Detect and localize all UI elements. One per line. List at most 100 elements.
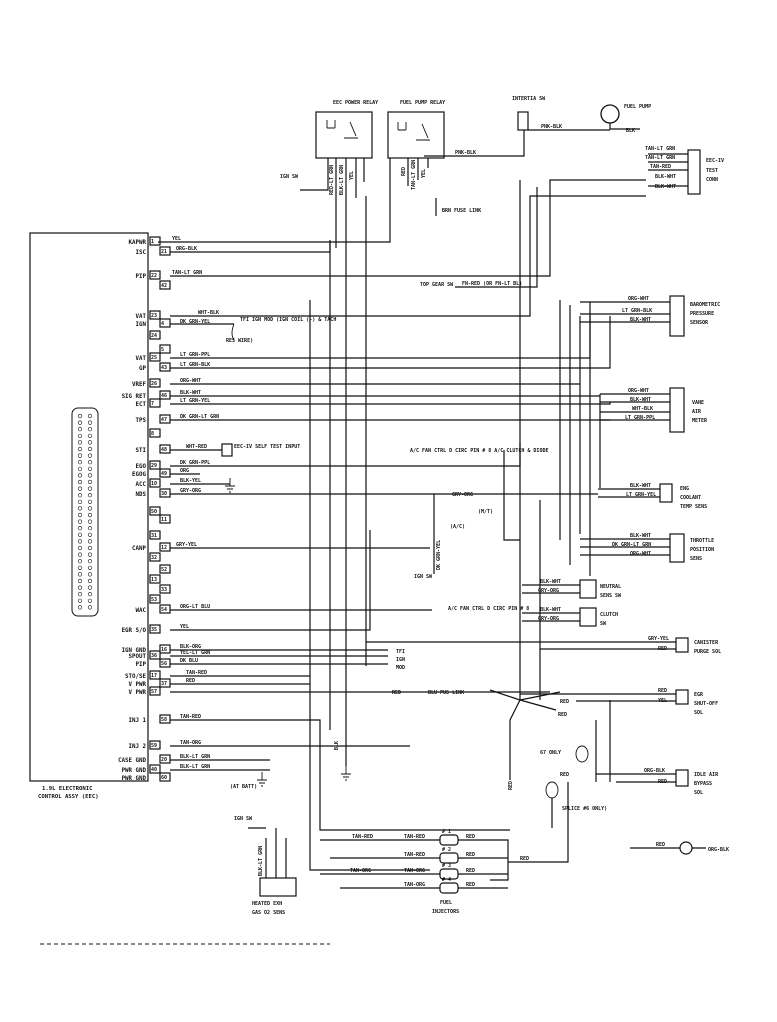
injector-wire-label: TAN-RED [404, 834, 425, 840]
ecu-pin-number: 24 [151, 333, 157, 339]
ecu-pin-number: 48 [161, 447, 167, 453]
tps-body [669, 533, 685, 563]
injector-wire-label: TAN-RED [404, 852, 425, 858]
splice-label: SPLICE #6 ONLY) [562, 806, 607, 812]
injector-body [439, 882, 459, 894]
neutral-sw-body [579, 579, 597, 599]
ecu-wire-color-label: GRY-YEL [176, 542, 197, 548]
connector-pin [87, 545, 93, 551]
ecu-terminal-label: PIP [136, 274, 147, 280]
connector-pin [87, 532, 93, 537]
hego-title-1: HEATED EXH [252, 901, 282, 907]
ecu-terminal-label: ECT [136, 402, 147, 408]
ecu-pin-box [159, 542, 171, 552]
connector-pin [87, 413, 93, 419]
ecu-pin-number: 12 [161, 545, 167, 551]
baro-title-3: SENSOR [690, 320, 709, 326]
injector-red-label: RED [466, 882, 475, 888]
ecu-pin-box [149, 398, 161, 408]
ecu-pin-box [159, 414, 171, 424]
ecu-terminal-label: INJ 1 [129, 718, 147, 724]
ecu-terminal-label: INJ 2 [129, 744, 147, 750]
ecu-pin-box [159, 714, 171, 724]
ecu-terminal-label: IGN [136, 322, 147, 328]
fuel-pump-title: FUEL PUMP [624, 104, 651, 110]
ecu-pin-box [159, 754, 171, 764]
ecu-pin-box [149, 506, 161, 516]
wire-pnk-blk-relay: PNK-BLK [455, 150, 476, 156]
injector-number: # 3 [442, 863, 451, 869]
ecu-pin-box [159, 658, 171, 668]
ecu-terminal-label: ISC [136, 250, 147, 256]
ecu-pin-box [149, 460, 161, 470]
connector-pin [87, 578, 93, 584]
ecu-pin-number: 7 [151, 401, 154, 407]
connector-pin [87, 526, 93, 531]
wire-org-wht-vane: ORG-WHT [628, 388, 649, 394]
wire-blu-pus-link: BLU PUS LINK [428, 690, 464, 696]
wire-yel-fp-relay: YEL [421, 169, 427, 178]
coolant-title-1: ENG [680, 486, 689, 492]
test-conn-body [687, 149, 701, 195]
ecu-pin-box [159, 604, 171, 614]
ecu-wire-color-label: TAN-RED [180, 714, 201, 720]
connector-pin [77, 506, 83, 511]
ecu-wire-color-label: BLK-LT GRN [180, 764, 210, 770]
coolant-title-3: TEMP SENS [680, 504, 707, 510]
ecu-pin-box [159, 280, 171, 290]
ecu-pin-box [159, 584, 171, 594]
baro-title-1: BAROMETRIC [690, 302, 720, 308]
ecu-pin-box [149, 236, 161, 246]
ecu-pin-box [149, 624, 161, 634]
top-gear-sw: TOP GEAR SW [420, 282, 454, 288]
connector-pin [77, 493, 83, 498]
wire-ltgrn-ppl-vane: LT GRN-PPL [625, 415, 655, 421]
connector-pin [77, 519, 83, 524]
ac-fan-label: A/C FAN CTRL D CIRC PIN # 8 A/C CLUTCH &… [410, 448, 548, 454]
ecu-pin-number: 60 [161, 775, 167, 781]
ecu-pin-box [149, 428, 161, 438]
eec-iv-test-connector: EEC-IV TEST CONN [687, 149, 724, 195]
wire-tan-lt-grn-test: TAN-LT GRN [645, 146, 675, 152]
wire-tan-org-inj-3: TAN-ORG [350, 868, 371, 874]
ecu-terminal-label: SIG RET [122, 394, 147, 400]
neutral-title-2: SENS SW [600, 593, 622, 599]
injector-red-label: RED [466, 868, 475, 874]
wire-blk-wht-baro: BLK-WHT [630, 317, 651, 323]
wire-dkgrn-yel-tfi: DK GRN-YEL [180, 319, 210, 325]
connector-pin [77, 532, 83, 537]
wire-red-junction-2: RED [560, 699, 569, 705]
connector-pin [77, 473, 83, 478]
connector-pin [87, 592, 93, 597]
connector-pin [87, 420, 93, 425]
injector-number: # 2 [442, 847, 451, 853]
egr-title-2: SHUT-OFF [694, 701, 718, 707]
wire-gry-org-clutch: GRY-ORG [538, 616, 559, 622]
wire-pnk-blk-top: PNK-BLK [541, 124, 562, 130]
wire-wht-blk-vane: WHT-BLK [632, 406, 653, 412]
egr-shutoff-sol: EGR SHUT-OFF SOL [675, 689, 718, 716]
wire-blk-wht-test-2: BLK-WHT [655, 184, 676, 190]
ecu-pin-box [149, 352, 161, 362]
connector-pin [77, 605, 83, 610]
connector-pin [87, 460, 93, 465]
wire-ltgrn-yel-ect: LT GRN-YEL [626, 492, 656, 498]
ecu-wire-color-label: LT GRN-BLK [180, 362, 210, 368]
connector-pin [77, 479, 83, 485]
connector-pin [87, 453, 93, 458]
wire-red-junction: RED [392, 690, 401, 696]
connector-pin [77, 499, 83, 504]
ecu-pin-box [159, 678, 171, 688]
clutch-body [579, 607, 597, 627]
ecu-terminal-label: KAPWR [129, 240, 147, 246]
tfi-stack-label: MOD [396, 665, 405, 671]
vane-title-2: AIR [692, 409, 702, 415]
wire-blk-wht-tps: BLK-WHT [630, 533, 651, 539]
connector-pin [87, 493, 93, 498]
ecu-pin-number: 11 [161, 517, 167, 523]
ecu-pin-number: 5 [161, 347, 164, 353]
connector-pin [87, 585, 93, 590]
wire-blk-wht-vane: BLK-WHT [630, 397, 651, 403]
ecu-pin-box [149, 478, 161, 488]
